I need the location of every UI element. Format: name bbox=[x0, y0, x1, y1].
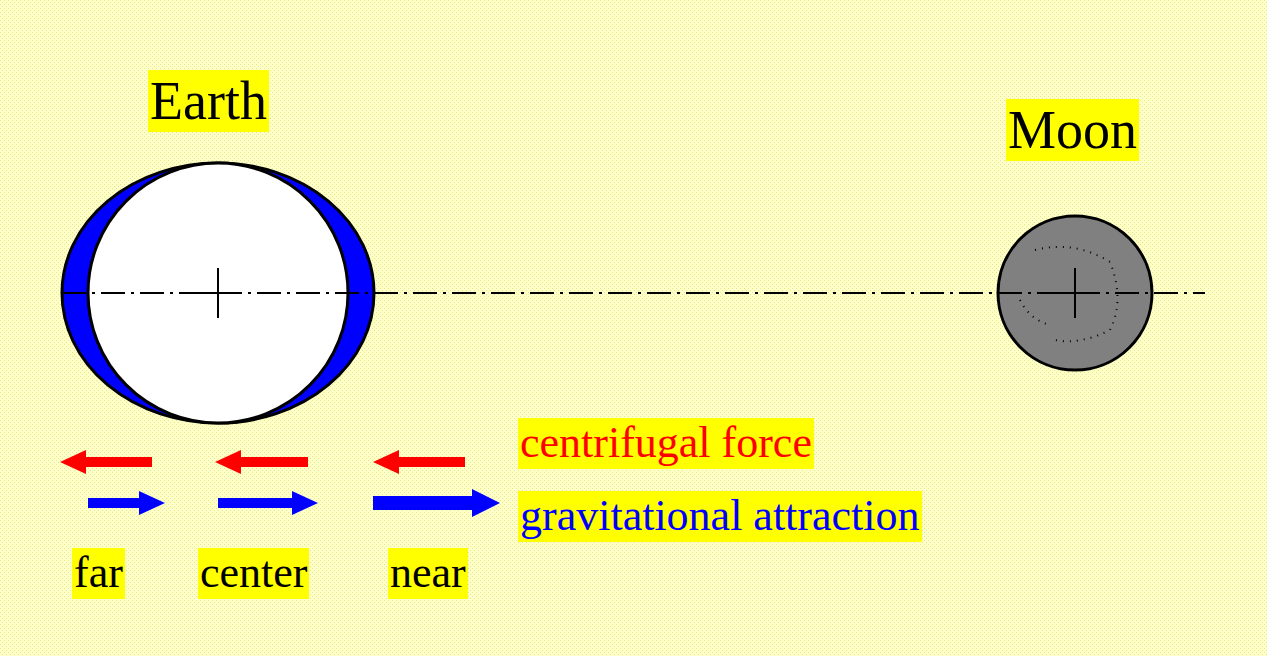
axis-line bbox=[62, 292, 1205, 294]
position-label: near bbox=[388, 548, 468, 599]
force-label: centrifugal force bbox=[518, 418, 814, 469]
moon-craters bbox=[1020, 247, 1118, 341]
centrifugal-arrows bbox=[60, 450, 465, 474]
center-cross bbox=[198, 268, 1095, 318]
force-label: gravitational attraction bbox=[518, 491, 922, 542]
position-label: center bbox=[198, 548, 309, 599]
planet-label: Earth bbox=[148, 70, 269, 132]
planet-label: Moon bbox=[1006, 99, 1139, 161]
position-label: far bbox=[72, 548, 125, 599]
gravity-arrows bbox=[88, 489, 500, 517]
